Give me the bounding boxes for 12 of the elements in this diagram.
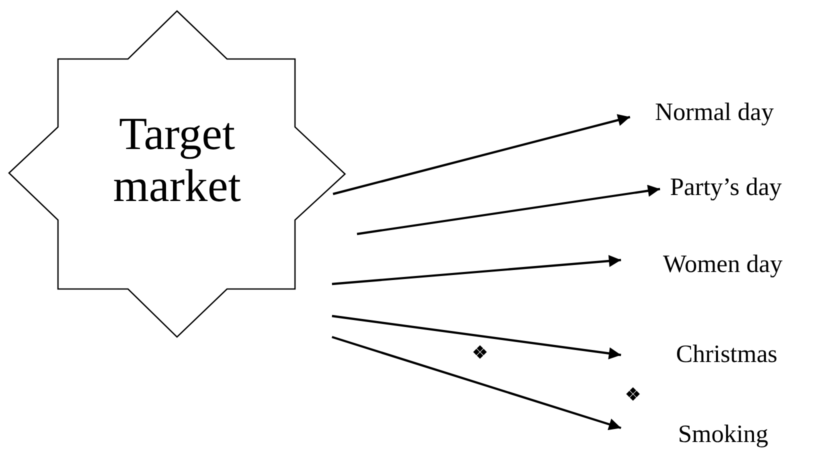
arrow xyxy=(332,114,630,196)
occasion-label: Normal day xyxy=(630,98,802,128)
occasion-label: Women day xyxy=(621,250,833,280)
arrow xyxy=(356,184,660,236)
star-shape xyxy=(9,11,345,337)
star-label: Target market xyxy=(112,108,242,212)
occasion-label: Smoking xyxy=(621,420,783,450)
arrow xyxy=(332,336,622,430)
occasion-label: Party’s day xyxy=(660,173,822,203)
occasion-label: Christmas xyxy=(621,340,783,370)
arrow xyxy=(332,314,622,360)
arrow xyxy=(332,254,622,286)
